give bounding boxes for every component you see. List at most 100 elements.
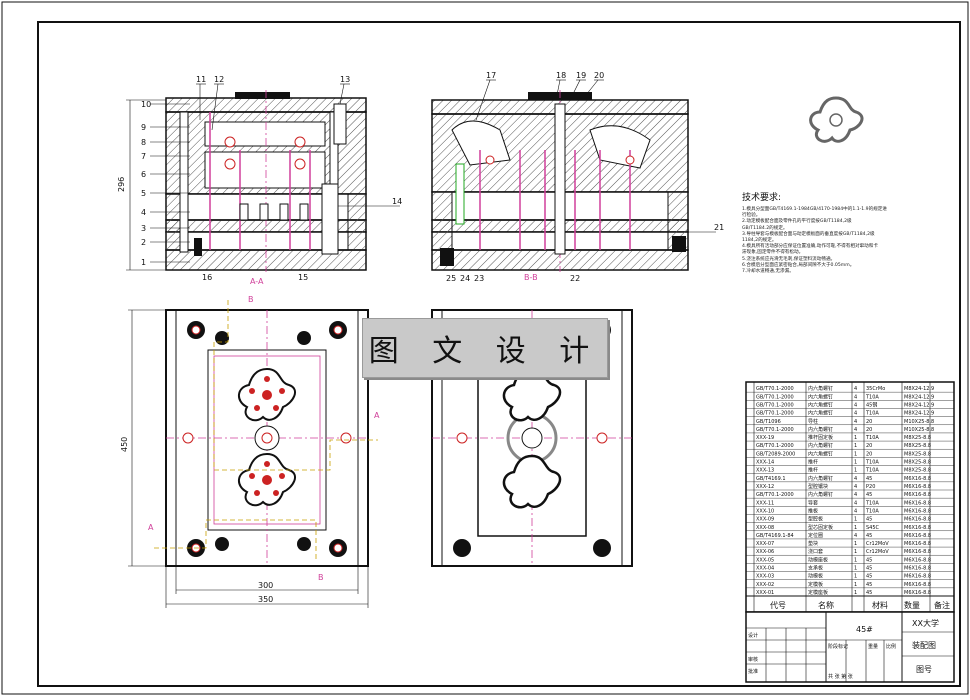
bom-cell: M8X25-8.8 bbox=[904, 435, 931, 441]
bom-cell: XXX-12 bbox=[756, 484, 774, 490]
bom-cell: M8X25-8.8 bbox=[904, 451, 931, 457]
part-num-20: 20 bbox=[594, 71, 604, 80]
bom-cell: XXX-09 bbox=[756, 517, 774, 523]
bom-cell: GB/T70.1-2000 bbox=[756, 492, 794, 498]
title-drawing-no: 图号 bbox=[916, 665, 932, 674]
bom-header-note: 备注 bbox=[934, 600, 950, 610]
bom-cell: GB/T70.1-2000 bbox=[756, 386, 794, 392]
cut-mark-a-right: A bbox=[374, 411, 380, 420]
bom-cell: T10A bbox=[865, 468, 879, 474]
part-num-5: 5 bbox=[141, 189, 146, 198]
bom-cell: M6X16-8.8 bbox=[904, 500, 931, 506]
bom-cell: 4 bbox=[854, 402, 857, 408]
bom-cell: M6X16-8.8 bbox=[904, 566, 931, 572]
bom-cell: XXX-08 bbox=[756, 525, 774, 531]
part-num-19: 19 bbox=[576, 71, 586, 80]
bom-cell: 45 bbox=[866, 590, 872, 596]
bom-cell: M6X16-8.8 bbox=[904, 484, 931, 490]
bom-cell: 45钢 bbox=[866, 401, 877, 408]
bom-cell: XXX-01 bbox=[756, 590, 774, 596]
part-num-15: 15 bbox=[298, 273, 308, 282]
bom-cell: S45C bbox=[866, 525, 880, 531]
title-checker: 审核 bbox=[748, 656, 758, 663]
tech-line: 4.模具所有活动部分应保证位置准确,动作可靠,不得有相对窜动和卡 bbox=[742, 244, 878, 250]
bom-cell: GB/T4169.1 bbox=[756, 476, 786, 482]
bom-cell: 内六角螺钉 bbox=[808, 393, 833, 400]
bom-cell: 推杆 bbox=[808, 459, 818, 466]
bom-cell: 内六角螺钉 bbox=[808, 442, 833, 449]
part-num-6: 6 bbox=[141, 170, 146, 179]
bom-cell: M10X25-8.8 bbox=[904, 419, 934, 425]
tech-line: 2.动定模板配合面及零件孔的平行度按GB/T1184,2级 bbox=[742, 219, 852, 225]
bom-cell: 4 bbox=[854, 394, 857, 400]
bom-cell: T10A bbox=[865, 508, 879, 514]
bom-cell: 4 bbox=[854, 411, 857, 417]
dim-width-inner-label: 300 bbox=[258, 581, 273, 590]
bom-cell: 20 bbox=[866, 451, 872, 457]
bom-cell: 4 bbox=[854, 386, 857, 392]
bom-cell: GB/T4169.1-84 bbox=[756, 533, 794, 539]
part-num-13: 13 bbox=[340, 75, 350, 84]
bom-cell: M8X25-8.8 bbox=[904, 468, 931, 474]
bom-cell: 内六角螺钉 bbox=[808, 401, 833, 408]
bom-cell: GB/T70.1-2000 bbox=[756, 394, 794, 400]
bom-cell: 20 bbox=[866, 427, 872, 433]
tech-heading: 技术要求: bbox=[742, 193, 782, 203]
tech-line: 1184,2的规定。 bbox=[742, 238, 777, 244]
bom-cell: M8X24-12.9 bbox=[904, 386, 934, 392]
bom-cell: XXX-19 bbox=[756, 435, 774, 441]
title-weight: 重量 bbox=[868, 643, 878, 650]
bom-cell: GB/T70.1-2000 bbox=[756, 427, 794, 433]
bom-cell: Cr12MoV bbox=[866, 541, 889, 547]
tech-line: 行检验。 bbox=[742, 213, 761, 219]
dim-width-outer-label: 350 bbox=[258, 595, 273, 604]
bom-cell: 35CrMo bbox=[866, 386, 885, 392]
bom-cell: 推杆固定板 bbox=[808, 434, 833, 441]
bom-cell: M6X16-8.8 bbox=[904, 582, 931, 588]
bom-cell: XXX-05 bbox=[756, 557, 774, 563]
part-num-22: 22 bbox=[570, 274, 580, 283]
bom-cell: M8X25-8.8 bbox=[904, 460, 931, 466]
part-num-1: 1 bbox=[141, 258, 146, 267]
part-num-17: 17 bbox=[486, 71, 496, 80]
tech-line: GB/T1184.2的规定。 bbox=[742, 225, 788, 231]
bom-cell: M6X16-8.8 bbox=[904, 508, 931, 514]
bom-cell: 浇口套 bbox=[808, 548, 823, 555]
bom-cell: 4 bbox=[854, 484, 857, 490]
watermark-banner: 图 文 设 计 bbox=[362, 318, 608, 378]
bom-cell: M6X16-8.8 bbox=[904, 557, 931, 563]
part-num-21: 21 bbox=[714, 223, 724, 232]
bom-cell: 45 bbox=[866, 566, 872, 572]
bom-cell: 20 bbox=[866, 443, 872, 449]
cut-mark-a-left: A bbox=[148, 523, 154, 532]
section-label-a-a: A-A bbox=[250, 277, 264, 286]
bom-cell: 4 bbox=[854, 427, 857, 433]
bom-cell: 内六角螺钉 bbox=[808, 491, 833, 498]
part-num-11: 11 bbox=[196, 75, 206, 84]
leaders-left bbox=[150, 103, 190, 263]
bom-cell: 4 bbox=[854, 533, 857, 539]
bom-cell: M8X24-12.9 bbox=[904, 411, 934, 417]
title-drawing-name: 装配图 bbox=[912, 640, 936, 650]
bom-cell: M10X25-8.8 bbox=[904, 427, 934, 433]
part-num-9: 9 bbox=[141, 123, 146, 132]
bom-cell: XXX-07 bbox=[756, 541, 774, 547]
section-b-b bbox=[431, 90, 689, 272]
bom-cell: 定模座板 bbox=[808, 589, 828, 596]
bom-cell: GB/T70.1-2000 bbox=[756, 402, 794, 408]
part-num-2: 2 bbox=[141, 238, 146, 247]
bom-cell: 45 bbox=[866, 574, 872, 580]
title-block: 45# XX大学 装配图 图号 设计 审核 批准 阶段标记 重量 比例 共 张 … bbox=[745, 611, 955, 683]
bom-cell: 内六角螺钉 bbox=[808, 426, 833, 433]
part-num-23: 23 bbox=[474, 274, 484, 283]
bom-cell: 45 bbox=[866, 517, 872, 523]
bom-cell: 1 bbox=[854, 557, 857, 563]
bom-cell: 45 bbox=[866, 533, 872, 539]
bom-cell: GB/T70.1-2000 bbox=[756, 411, 794, 417]
bom-cell: GB/T2089-2000 bbox=[756, 451, 795, 457]
bom-cell: XXX-10 bbox=[756, 508, 774, 514]
title-sheet: 共 张 第 张 bbox=[828, 673, 853, 680]
